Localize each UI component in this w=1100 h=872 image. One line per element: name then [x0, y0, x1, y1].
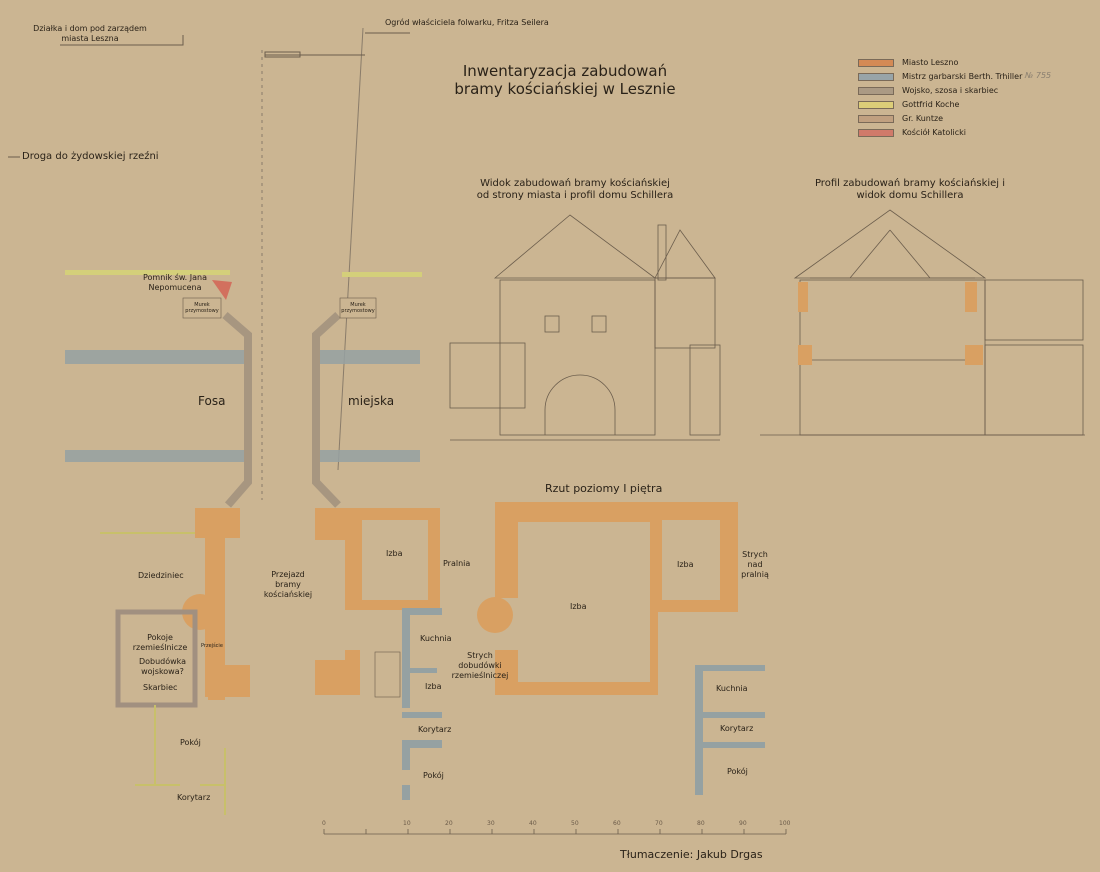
wall-right-label: Murek przymostowy — [341, 302, 375, 314]
ff-izba-main: Izba — [570, 602, 587, 611]
scale-label: 70 — [655, 820, 663, 827]
room-military: Dobudówka wojskowa? — [138, 657, 187, 676]
page-title: Inwentaryzacja zabudowań bramy kościańsk… — [454, 62, 676, 98]
room-izba: Izba — [386, 549, 403, 558]
legend-item: Gr. Kuntze — [858, 112, 1022, 125]
koche-strip-right — [342, 272, 422, 277]
ff-corridor: Korytarz — [720, 724, 754, 733]
room-passage-small: Przejście — [201, 643, 223, 649]
legend: Miasto Leszno Mistrz garbarski Berth. Tr… — [858, 56, 1022, 140]
scale-label: 90 — [739, 820, 747, 827]
scale-label: 80 — [697, 820, 705, 827]
legend-item: Wojsko, szosa i skarbiec — [858, 84, 1022, 97]
wall-left-label: Murek przymostowy — [185, 302, 219, 314]
room-craft: Pokoje rzemieślnicze — [132, 633, 188, 652]
scale-label: 50 — [571, 820, 579, 827]
room-pokoj: Pokój — [423, 771, 444, 780]
scale-label: 10 — [403, 820, 411, 827]
elevation-view-title: Widok zabudowań bramy kościańskiej od st… — [476, 178, 674, 201]
room-passage: Przejazd bramy kościańskiej — [263, 570, 313, 599]
scale-label: 100 — [779, 820, 791, 827]
legend-item: Gottfrid Koche — [858, 98, 1022, 111]
note-plot: Działka i dom pod zarządem miasta Leszna — [33, 24, 147, 43]
credit: Tłumaczenie: Jakub Drgas — [620, 848, 763, 861]
ff-pokoj: Pokój — [727, 767, 748, 776]
note-garden: Ogród właściciela folwarku, Fritza Seile… — [385, 18, 549, 27]
koche-strip-left — [65, 270, 230, 275]
room-pralnia: Pralnia — [443, 559, 471, 568]
moat-band — [65, 350, 245, 364]
moat-band — [65, 450, 245, 462]
monument-label: Pomnik św. Jana Nepomucena — [143, 273, 207, 292]
monument-marker — [212, 280, 232, 300]
room-corridor-left: Korytarz — [177, 793, 211, 802]
moat-band — [320, 350, 420, 364]
scale-label: 60 — [613, 820, 621, 827]
room-izba-2: Izba — [425, 682, 442, 691]
note-road: Droga do żydowskiej rzeźni — [22, 151, 159, 162]
room-treasury: Skarbiec — [143, 683, 178, 692]
legend-item: Kościół Katolicki — [858, 126, 1022, 139]
ff-izba-small: Izba — [677, 560, 694, 569]
scale-label: 40 — [529, 820, 537, 827]
ff-attic-annex: Strych dobudówki rzemieślniczej — [451, 651, 509, 680]
moat-label-1: Fosa — [198, 394, 226, 408]
room-courtyard: Dziedziniec — [138, 571, 184, 580]
room-corridor: Korytarz — [418, 725, 452, 734]
legend-item: Miasto Leszno — [858, 56, 1022, 69]
moat-band — [320, 450, 420, 462]
scale-bar — [323, 829, 787, 835]
moat-label-2: miejska — [348, 394, 395, 408]
elevation-profile-title: Profil zabudowań bramy kościańskiej i wi… — [814, 178, 1006, 201]
room-pokoj-left: Pokój — [180, 738, 201, 747]
scale-label: 0 — [322, 820, 326, 827]
archive-number: № 755 — [1025, 71, 1052, 80]
ff-kitchen: Kuchnia — [716, 684, 748, 693]
scale-label: 30 — [487, 820, 495, 827]
ff-attic-laundry: Strych nad pralnią — [741, 550, 769, 579]
scale-label: 20 — [445, 820, 453, 827]
first-floor-title: Rzut poziomy I piętra — [545, 482, 663, 495]
room-kitchen: Kuchnia — [420, 634, 452, 643]
legend-item: Mistrz garbarski Berth. Trhiller — [858, 70, 1022, 83]
